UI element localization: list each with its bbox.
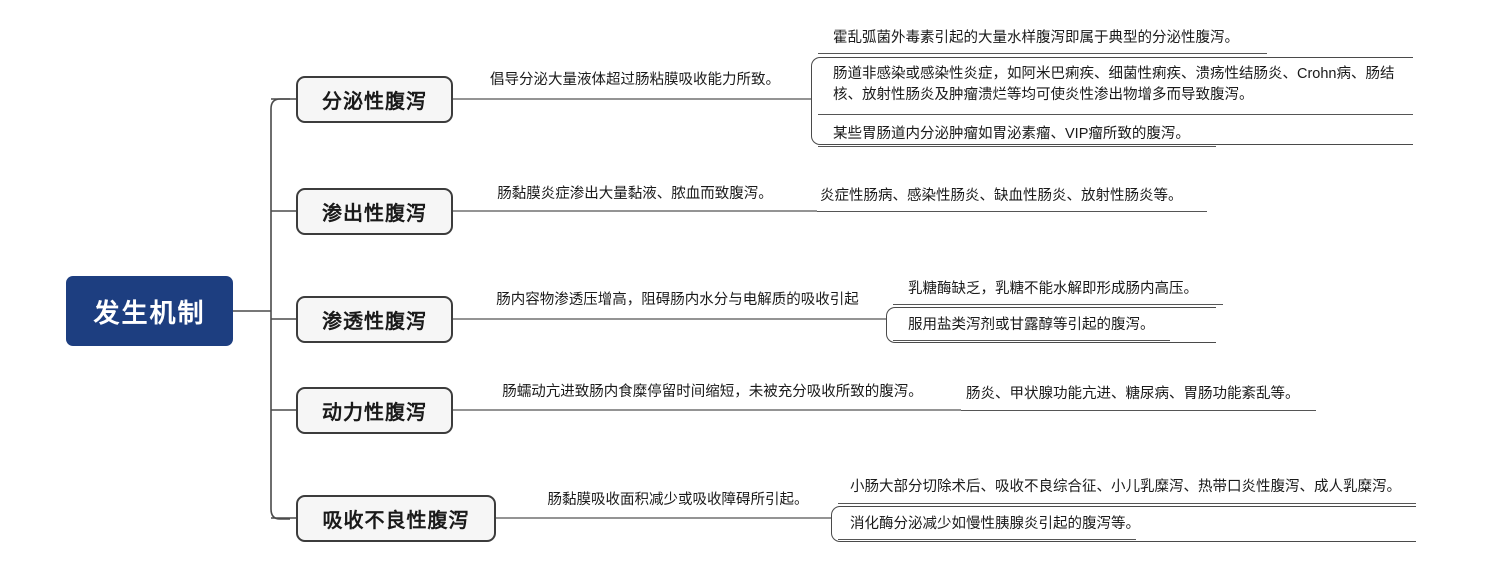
sub-item-rule	[818, 146, 1216, 147]
sub-item-secretory-1: 霍乱弧菌外毒素引起的大量水样腹泻即属于典型的分泌性腹泻。	[833, 30, 1239, 46]
branch-node-label: 吸收不良性腹泻	[322, 510, 470, 532]
sub-item-rule	[838, 503, 1416, 504]
sub-item-malabsorption-1: 小肠大部分切除术后、吸收不良综合征、小儿乳糜泻、热带口炎性腹泻、成人乳糜泻。	[850, 479, 1401, 495]
root-node[interactable]: 发生机制	[66, 276, 233, 346]
sub-item-rule	[838, 539, 1136, 540]
sub-item-malabsorption-2: 消化酶分泌减少如慢性胰腺炎引起的腹泻等。	[850, 516, 1140, 532]
sub-item-motility-1: 肠炎、甲状腺功能亢进、糖尿病、胃肠功能紊乱等。	[966, 386, 1300, 402]
branch-node-exudative[interactable]: 渗出性腹泻	[296, 188, 453, 235]
branch-node-label: 动力性腹泻	[322, 402, 427, 424]
branch-node-motility[interactable]: 动力性腹泻	[296, 387, 453, 434]
branch-node-label: 渗出性腹泻	[322, 203, 427, 225]
branch-description-osmotic: 肠内容物渗透压增高，阻碍肠内水分与电解质的吸收引起	[496, 292, 859, 308]
branch-node-label: 渗透性腹泻	[322, 311, 427, 333]
branch-description-exudative: 肠黏膜炎症渗出大量黏液、脓血而致腹泻。	[497, 186, 773, 202]
branch-description-secretory: 倡导分泌大量液体超过肠粘膜吸收能力所致。	[490, 72, 780, 88]
branch-node-label: 分泌性腹泻	[322, 91, 427, 113]
branch-node-malabsorption[interactable]: 吸收不良性腹泻	[296, 495, 496, 542]
branch-description-motility: 肠蠕动亢进致肠内食糜停留时间缩短，未被充分吸收所致的腹泻。	[502, 384, 923, 400]
sub-item-rule	[961, 410, 1316, 411]
sub-item-osmotic-2: 服用盐类泻剂或甘露醇等引起的腹泻。	[908, 317, 1155, 333]
branch-node-secretory[interactable]: 分泌性腹泻	[296, 76, 453, 123]
sub-item-rule	[893, 304, 1223, 305]
root-node-label: 发生机制	[93, 297, 206, 328]
sub-group-osmotic	[886, 307, 1216, 343]
sub-item-secretory-2: 肠道非感染或感染性炎症，如阿米巴痢疾、细菌性痢疾、溃疡性结肠炎、Crohn病、肠…	[833, 66, 1395, 104]
sub-item-exudative-1: 炎症性肠病、感染性肠炎、缺血性肠炎、放射性肠炎等。	[820, 188, 1183, 204]
sub-item-osmotic-1: 乳糖酶缺乏，乳糖不能水解即形成肠内高压。	[908, 281, 1198, 297]
sub-item-secretory-3: 某些胃肠道内分泌肿瘤如胃泌素瘤、VIP瘤所致的腹泻。	[833, 126, 1190, 142]
sub-item-rule	[893, 340, 1170, 341]
sub-item-rule	[818, 53, 1267, 54]
sub-item-rule	[817, 211, 1207, 212]
branch-node-osmotic[interactable]: 渗透性腹泻	[296, 296, 453, 343]
sub-item-rule	[818, 114, 1413, 115]
sub-group-secretory	[811, 57, 1413, 145]
branch-description-malabsorption: 肠黏膜吸收面积减少或吸收障碍所引起。	[547, 492, 809, 508]
sub-group-malabsorption	[831, 506, 1416, 542]
